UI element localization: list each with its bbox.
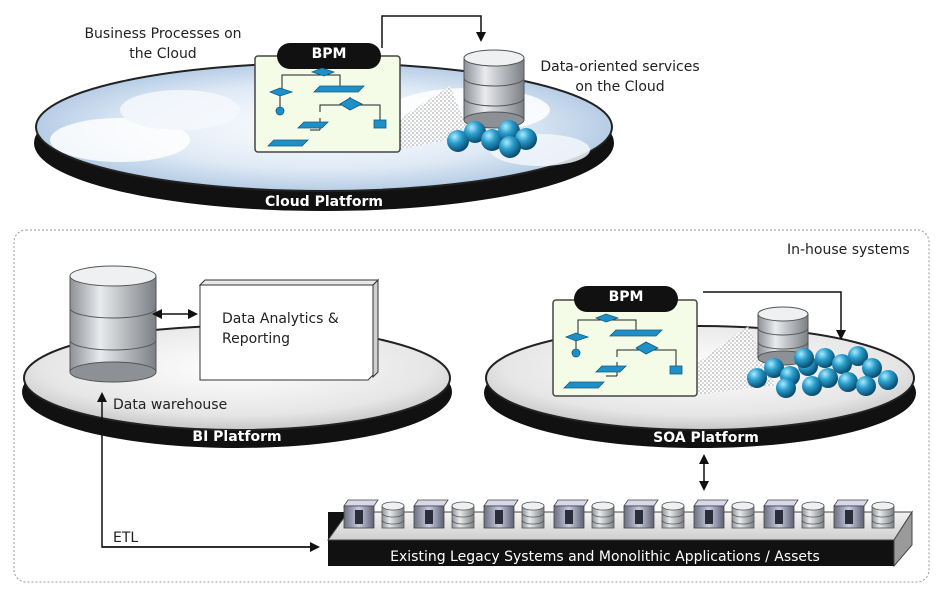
cloud-bp-label-line1: Business Processes on xyxy=(84,26,242,42)
cloud-platform-label: Cloud Platform xyxy=(265,194,383,210)
cloud-bpm-document xyxy=(254,43,401,153)
cloud-bpm-tag-label: BPM xyxy=(311,46,347,62)
cloud-ds-label-line2: on the Cloud xyxy=(575,79,665,95)
warehouse-label: Data warehouse xyxy=(113,397,228,413)
analytics-label-line2: Reporting xyxy=(222,331,291,347)
legacy-servers xyxy=(343,499,895,529)
soa-bpm-document xyxy=(552,286,698,397)
cloud-bpm-tag xyxy=(277,43,381,69)
legacy-label: Existing Legacy Systems and Monolithic A… xyxy=(390,549,820,565)
cloud-data-service xyxy=(447,49,537,158)
soa-bpm-tag xyxy=(574,286,678,312)
legacy-asset xyxy=(763,499,825,529)
cloud-ds-label: Data-oriented services on the Cloud xyxy=(530,57,710,97)
soa-platform-label: SOA Platform xyxy=(653,430,759,446)
soa-service-nodes xyxy=(747,346,898,398)
legacy-asset xyxy=(693,499,755,529)
legacy-asset xyxy=(553,499,615,529)
cloud-ds-label-line1: Data-oriented services xyxy=(540,59,700,75)
etl-label: ETL xyxy=(113,530,139,546)
warehouse-db-icon xyxy=(69,265,157,383)
legacy-asset xyxy=(483,499,545,529)
soa-bpm-tag-label: BPM xyxy=(608,289,644,305)
cloud-bpm-to-db-arrow xyxy=(381,15,486,48)
cloud-service-nodes xyxy=(447,120,537,158)
legacy-asset xyxy=(623,499,685,529)
analytics-box xyxy=(198,278,380,381)
legacy-shelf-side xyxy=(893,510,913,568)
analytics-label: Data Analytics & Reporting xyxy=(222,309,339,349)
bi-platform-label: BI Platform xyxy=(192,429,282,445)
legacy-asset xyxy=(413,499,475,529)
inhouse-region-border xyxy=(13,229,930,583)
inhouse-region-label: In-house systems xyxy=(787,242,910,258)
legacy-asset xyxy=(343,499,405,529)
legacy-asset xyxy=(833,499,895,529)
cloud-bp-label: Business Processes on the Cloud xyxy=(78,24,248,64)
soa-bpm-to-db-arrow xyxy=(703,291,846,340)
soa-data-service xyxy=(747,306,898,398)
analytics-label-line1: Data Analytics & xyxy=(222,311,339,327)
cloud-bp-label-line2: the Cloud xyxy=(129,46,197,62)
cloud-db-icon xyxy=(463,49,525,129)
